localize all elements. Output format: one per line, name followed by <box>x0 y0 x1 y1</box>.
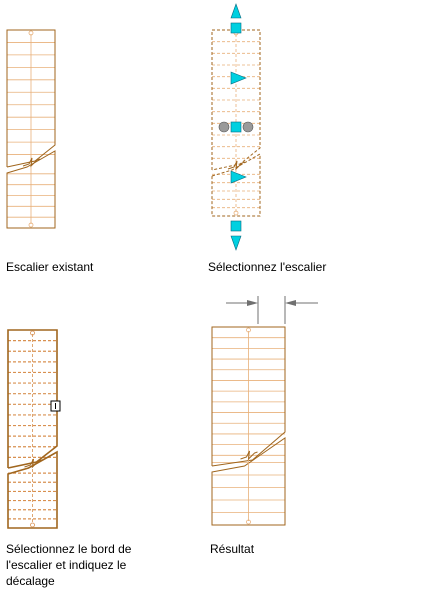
lower-flight-outline <box>211 437 286 526</box>
end-marker <box>30 522 35 528</box>
caption-existing: Escalier existant <box>6 259 93 275</box>
caption-line: l'escalier et indiquez le <box>6 558 127 572</box>
start-marker <box>28 30 34 36</box>
end-marker <box>233 210 239 216</box>
selected-stair <box>211 29 261 217</box>
stair-grips <box>218 3 254 251</box>
upper-flight-outline <box>211 326 286 467</box>
dimension-arrow-left <box>247 300 258 306</box>
end-square-grip <box>230 220 242 232</box>
caption-select: Sélectionnez l'escalier <box>208 259 326 275</box>
offset-dimension <box>226 296 318 324</box>
result-stair <box>211 326 286 526</box>
caption-line: Résultat <box>210 542 255 556</box>
caption-edge: Sélectionnez le bord de l'escalier et in… <box>6 541 131 589</box>
end-marker <box>28 222 34 228</box>
lower-flight-outline <box>6 150 56 229</box>
caption-line: décalage <box>6 574 55 588</box>
right-hex-grip <box>242 121 254 133</box>
end-marker <box>246 519 251 525</box>
start-marker <box>30 330 35 336</box>
existing-stair <box>6 29 56 229</box>
center-square-grip <box>230 121 242 133</box>
caption-line: Escalier existant <box>6 260 94 274</box>
caption-line: Sélectionnez le bord de <box>6 542 132 556</box>
end-arrow-grip <box>230 235 242 251</box>
break-symbol <box>22 157 41 168</box>
left-hex-grip <box>218 121 230 133</box>
start-arrow-grip <box>230 3 242 19</box>
caption-line: Sélectionnez l'escalier <box>208 260 327 274</box>
right-arrow-grip <box>230 71 247 85</box>
right-arrow-grip-lower <box>230 170 247 184</box>
edge-selected-stair <box>7 329 58 529</box>
lower-flight-outline <box>211 153 261 217</box>
break-symbol <box>227 160 246 171</box>
break-symbol <box>24 458 42 469</box>
start-square-grip <box>230 22 242 34</box>
start-marker <box>246 327 251 333</box>
lower-flight-outline <box>7 450 58 529</box>
break-symbol <box>240 450 258 461</box>
caption-result: Résultat <box>210 541 254 557</box>
dimension-arrow-right <box>285 300 296 306</box>
